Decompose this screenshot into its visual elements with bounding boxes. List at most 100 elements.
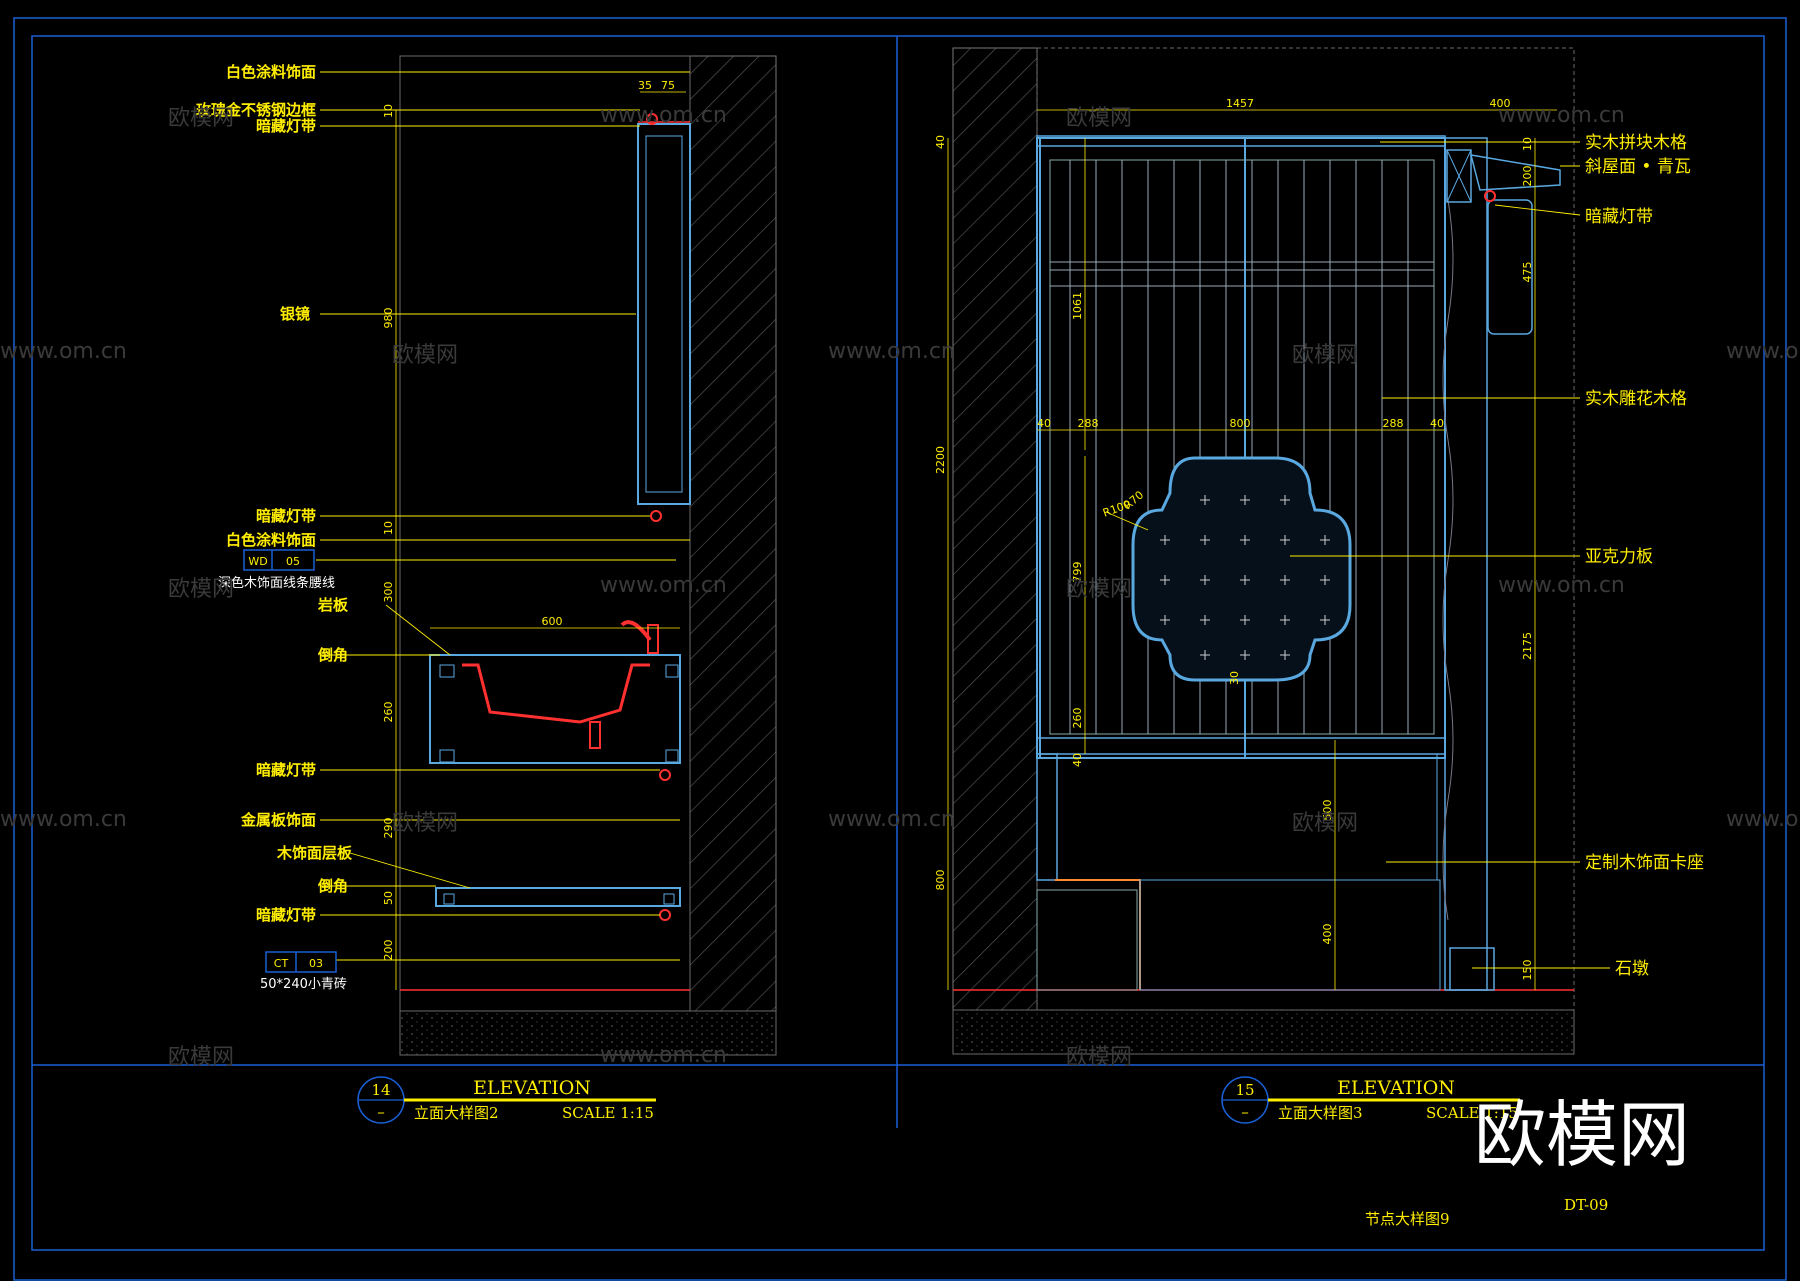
dim-200: 200	[382, 940, 395, 961]
watermark-text: 欧模网	[168, 577, 234, 602]
label-chamfer: 倒角	[317, 646, 348, 664]
watermark-text: 欧模网	[392, 811, 458, 836]
label-wood-shelf: 木饰面层板	[276, 844, 353, 862]
elevation-scale: SCALE 1:15	[1426, 1104, 1518, 1122]
dim-400: 400	[1490, 97, 1511, 110]
elevation-subtitle: 立面大样图2	[414, 1104, 499, 1122]
watermark-text: 欧模网	[168, 1045, 234, 1070]
label-led-strip: 暗藏灯带	[256, 761, 316, 779]
drawing-number: 15	[1235, 1081, 1254, 1099]
right-elevation-labels: 实木拼块木格 斜屋面 • 青瓦 暗藏灯带 实木雕花木格 亚克力板 定制木饰面卡座…	[1585, 133, 1704, 979]
left-elevation-dimensions: 35 75 980 10 300 600 260 290 50 200 10	[382, 79, 675, 961]
watermark-url: www.om.cn	[1726, 807, 1800, 832]
dim-40-bench: 40	[1071, 753, 1084, 767]
label-white-paint: 白色涂料饰面	[226, 63, 316, 81]
dim-600: 600	[542, 615, 563, 628]
dim-799: 799	[1071, 562, 1084, 583]
watermark-url: www.om.cn	[600, 1043, 727, 1068]
label-carved-wood-lattice: 实木雕花木格	[1585, 389, 1687, 409]
label-metal-panel: 金属板饰面	[240, 811, 316, 829]
dim-260: 260	[1071, 708, 1084, 729]
dim-260: 260	[382, 702, 395, 723]
dim-50: 50	[382, 891, 395, 905]
drawing-number-sub: –	[377, 1103, 385, 1121]
drawing-number: 14	[371, 1081, 390, 1099]
watermark-url: www.om.cn	[828, 339, 955, 364]
watermark-url: www.om.cn	[1726, 339, 1800, 364]
dim-75: 75	[661, 79, 675, 92]
watermark-url: www.om.cn	[600, 103, 727, 128]
dim-290: 290	[382, 818, 395, 839]
dim-1061: 1061	[1071, 292, 1084, 320]
dim-475: 475	[1521, 262, 1534, 283]
tag-code: CT	[274, 957, 289, 970]
dim-400: 400	[1321, 924, 1334, 945]
watermark-layer: 欧模网 www.om.cn 欧模网 www.om.cn www.om.cn 欧模…	[0, 103, 1800, 1177]
dim-10: 10	[1521, 137, 1534, 151]
left-elevation-drawing	[316, 55, 777, 1056]
dim-40-left: 40	[1037, 417, 1051, 430]
sheet-frame	[13, 17, 1787, 1281]
label-led-strip: 暗藏灯带	[256, 906, 316, 924]
right-elevation-title: 15 – ELEVATION 立面大样图3 SCALE 1:15	[1221, 1076, 1520, 1124]
dim-10: 10	[382, 521, 395, 535]
right-elevation-drawing	[947, 47, 1610, 1055]
dim-2200: 2200	[934, 446, 947, 474]
elevation-title: ELEVATION	[1337, 1077, 1455, 1099]
dim-288-right: 288	[1383, 417, 1404, 430]
watermark-text: 欧模网	[1292, 343, 1358, 368]
watermark-url: www.om.cn	[1498, 103, 1625, 128]
watermark-text: 欧模网	[1066, 1045, 1132, 1070]
label-white-paint: 白色涂料饰面	[226, 531, 316, 549]
label-small-brick: 50*240小青砖	[260, 977, 347, 992]
drawing-name: 节点大样图9	[1365, 1210, 1450, 1228]
watermark-url: www.om.cn	[600, 573, 727, 598]
dim-30: 30	[1228, 671, 1241, 685]
dim-35: 35	[638, 79, 652, 92]
material-tag-ct03: CT 03	[265, 951, 337, 973]
watermark-url: www.om.cn	[1498, 573, 1625, 598]
label-solid-wood-lattice: 实木拼块木格	[1585, 133, 1687, 153]
watermark-logo: 欧模网	[1474, 1093, 1690, 1177]
label-silver-mirror: 银镜	[280, 305, 310, 323]
watermark-url: www.om.cn	[0, 807, 127, 832]
dim-40: 40	[934, 135, 947, 149]
right-elevation-dimensions: 1457 400 40 10 200 475 2200 1061 40 288 …	[934, 97, 1534, 981]
watermark-text: 欧模网	[1292, 811, 1358, 836]
watermark-text: 欧模网	[168, 106, 234, 131]
elevation-title: ELEVATION	[473, 1077, 591, 1099]
tag-code: WD	[248, 555, 267, 568]
dim-800: 800	[1230, 417, 1251, 430]
dim-10-top: 10	[382, 104, 395, 118]
label-acrylic-panel: 亚克力板	[1585, 547, 1653, 567]
watermark-url: www.om.cn	[828, 807, 955, 832]
dim-500: 500	[1321, 800, 1334, 821]
label-rose-gold-frame: 玫瑰金不锈钢边框	[196, 101, 316, 119]
watermark-text: 欧模网	[1066, 577, 1132, 602]
watermark-text: 欧模网	[392, 343, 458, 368]
label-dark-wood-waistline: 深色木饰面线条腰线	[218, 575, 335, 591]
dim-1457: 1457	[1226, 97, 1254, 110]
drawing-number-sub: –	[1241, 1103, 1249, 1121]
drawing-number-code: DT-09	[1564, 1196, 1608, 1214]
elevation-subtitle: 立面大样图3	[1278, 1104, 1363, 1122]
dim-40-right: 40	[1430, 417, 1444, 430]
dim-150: 150	[1521, 960, 1534, 981]
label-sloped-roof-tile: 斜屋面 • 青瓦	[1585, 157, 1691, 177]
label-chamfer: 倒角	[317, 877, 348, 895]
label-stone-pier: 石墩	[1615, 959, 1649, 979]
material-tag-wd05: WD 05	[243, 549, 315, 571]
title-block: 节点大样图9 DT-09	[1365, 1196, 1608, 1228]
tag-number: 03	[309, 957, 323, 970]
elevation-scale: SCALE 1:15	[562, 1104, 654, 1122]
tag-number: 05	[286, 555, 300, 568]
watermark-url: www.om.cn	[0, 339, 127, 364]
left-elevation-labels: 白色涂料饰面 玫瑰金不锈钢边框 暗藏灯带 银镜 暗藏灯带 白色涂料饰面 WD 0…	[196, 63, 353, 992]
dim-980: 980	[382, 308, 395, 329]
label-led-strip: 暗藏灯带	[1585, 207, 1653, 227]
watermark-text: 欧模网	[1066, 106, 1132, 131]
dim-800-bottom: 800	[934, 870, 947, 891]
dim-200: 200	[1521, 166, 1534, 187]
dim-288-left: 288	[1078, 417, 1099, 430]
